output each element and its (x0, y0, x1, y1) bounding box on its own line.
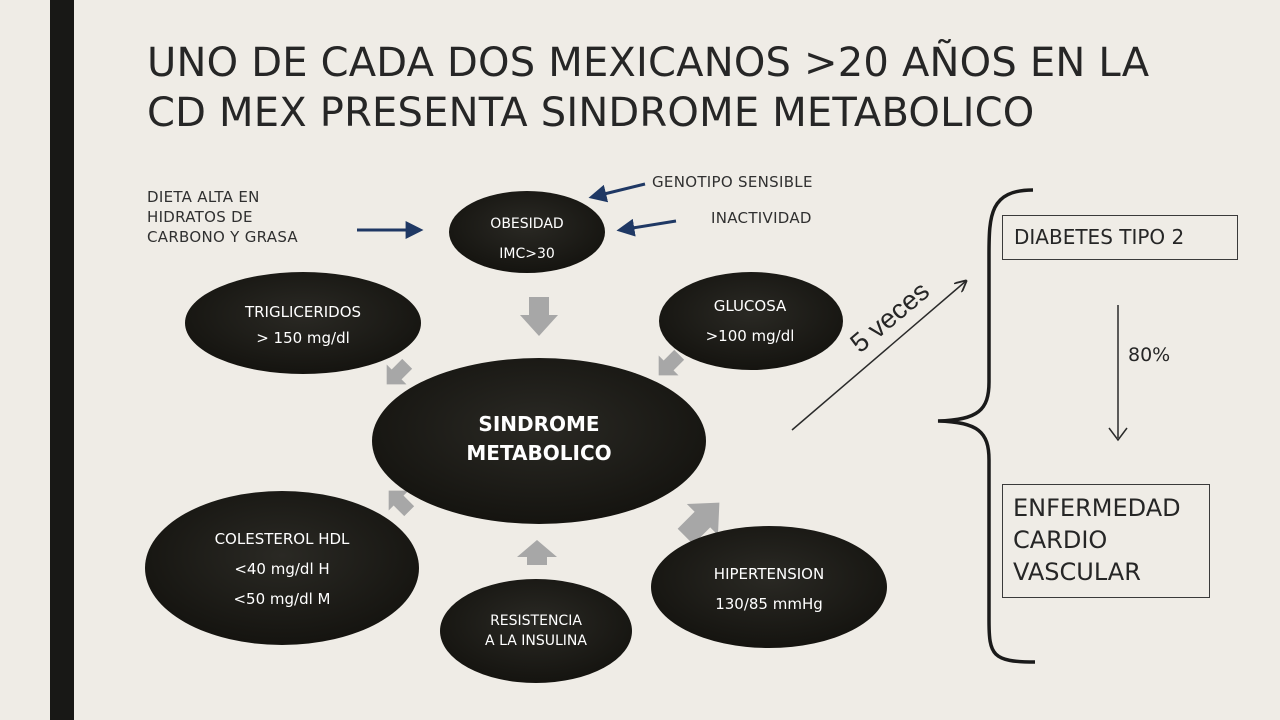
node-hypertension-text: HIPERTENSION 130/85 mmHg (679, 559, 859, 619)
node-insulin-text: RESISTENCIA A LA INSULINA (456, 611, 616, 651)
connector-arrows (386, 297, 720, 565)
arrow-triglycerides-to-center (386, 358, 413, 385)
node-hypertension-label: HIPERTENSION (713, 565, 825, 583)
slide-title: UNO DE CADA DOS MEXICANOS >20 AÑOS EN LA… (147, 38, 1257, 138)
arrow-insulin-to-center (517, 540, 557, 565)
title-line-2: CD MEX PRESENTA SINDROME METABOLICO (147, 90, 1035, 136)
diet-label-line-3: CARBONO Y GRASA (147, 228, 298, 246)
percent-label: 80% (1128, 344, 1171, 366)
node-obesity-label: OBESIDAD (490, 216, 564, 232)
cvd-line-3: VASCULAR (1013, 558, 1141, 586)
node-obesity-value: IMC>30 (499, 246, 555, 262)
curly-brace (937, 188, 1036, 664)
node-hdl-value-m: <50 mg/dl M (233, 590, 331, 608)
arrow-diabetes-to-cvd-head (1108, 427, 1128, 442)
inactivity-label: INACTIVIDAD (711, 209, 812, 227)
arrow-glucose-to-center (658, 349, 685, 376)
node-hdl-text: COLESTEROL HDL <40 mg/dl H <50 mg/dl M (172, 524, 392, 614)
node-glucose (659, 272, 843, 370)
node-obesity (449, 191, 605, 273)
node-center-line-1: SINDROME (478, 412, 600, 436)
cvd-line-2: CARDIO (1013, 526, 1108, 554)
left-accent-bar (50, 0, 74, 720)
node-insulin (440, 579, 632, 683)
title-line-1: UNO DE CADA DOS MEXICANOS >20 AÑOS EN LA (147, 40, 1150, 86)
input-arrows (357, 182, 677, 239)
node-hdl (145, 491, 419, 645)
node-center-line-2: METABOLICO (466, 441, 612, 465)
node-insulin-line-2: A LA INSULINA (485, 633, 587, 649)
node-obesity-text: OBESIDAD IMC>30 (457, 209, 597, 269)
node-glucose-value: >100 mg/dl (705, 327, 795, 345)
arrow-5x-to-diabetes (791, 281, 966, 431)
arrow-hdl-to-center (388, 490, 415, 517)
arrow-hypertension-to-center (677, 502, 720, 545)
node-hdl-label: COLESTEROL HDL (214, 530, 350, 548)
arrow-genotype-to-obesity (588, 182, 646, 203)
diabetes-box: DIABETES TIPO 2 (1002, 215, 1238, 260)
node-triglycerides-label: TRIGLICERIDOS (244, 303, 362, 321)
node-triglycerides (185, 272, 421, 374)
cvd-box: ENFERMEDAD CARDIO VASCULAR (1002, 484, 1210, 598)
genotype-label: GENOTIPO SENSIBLE (652, 173, 813, 191)
arrow-obesity-to-center (520, 297, 558, 336)
cvd-line-1: ENFERMEDAD (1013, 494, 1181, 522)
diet-label-line-1: DIETA ALTA EN (147, 188, 260, 206)
diet-label-line-2: HIDRATOS DE (147, 208, 253, 226)
arrow-inactivity-to-obesity (616, 218, 677, 237)
node-center-text: SINDROME METABOLICO (419, 410, 659, 468)
node-insulin-line-1: RESISTENCIA (490, 613, 582, 629)
diet-label: DIETA ALTA EN HIDRATOS DE CARBONO Y GRAS… (147, 187, 298, 247)
node-triglycerides-value: > 150 mg/dl (256, 329, 350, 347)
node-glucose-text: GLUCOSA >100 mg/dl (664, 291, 836, 351)
node-hypertension-value: 130/85 mmHg (715, 595, 823, 613)
node-hdl-value-h: <40 mg/dl H (234, 560, 330, 578)
node-triglycerides-text: TRIGLICERIDOS > 150 mg/dl (203, 299, 403, 351)
node-glucose-label: GLUCOSA (713, 297, 787, 315)
node-center (372, 358, 706, 524)
node-hypertension (651, 526, 887, 648)
